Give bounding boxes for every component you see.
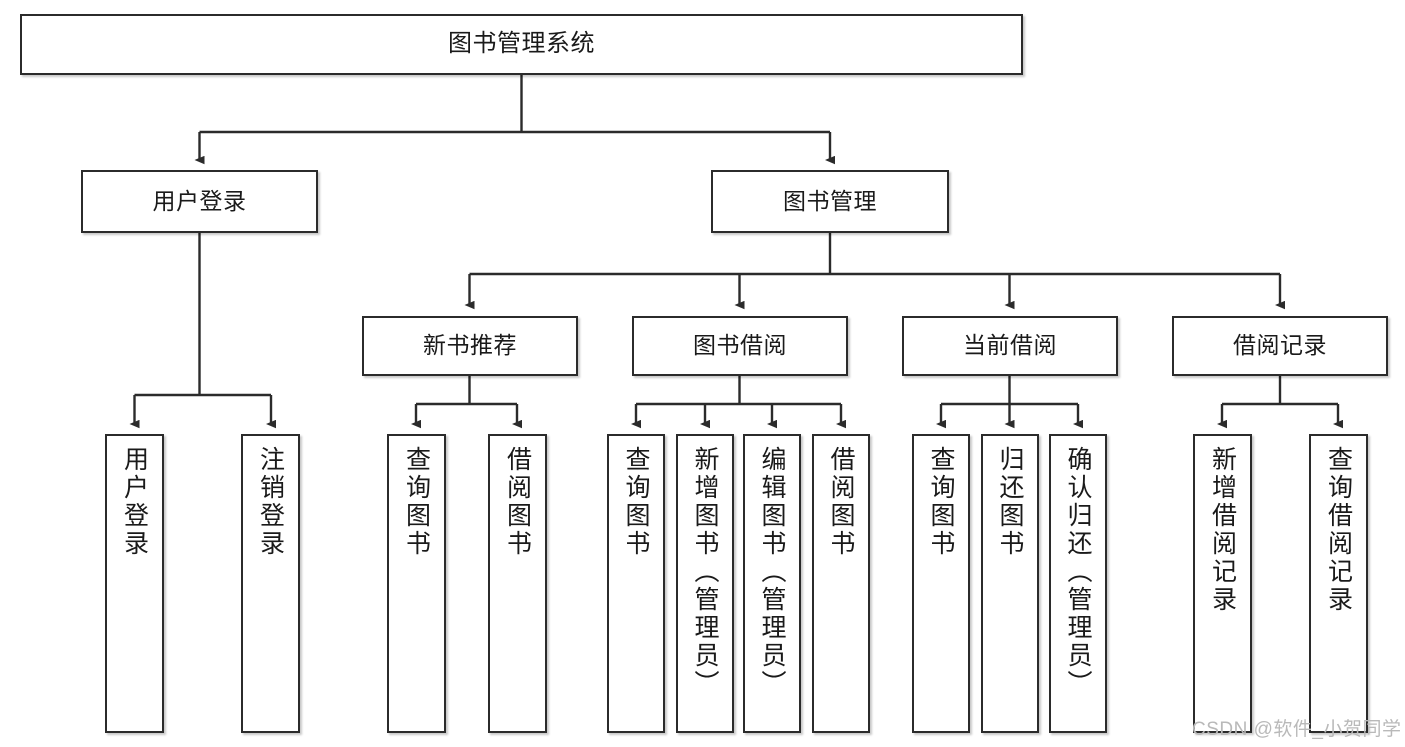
node-label: 查询图书 [927,446,955,558]
node-label: 图书借阅 [693,332,787,359]
node-label: 查询图书 [402,446,431,558]
node-label: 当前借阅 [963,332,1057,359]
node-root-system[interactable]: 图书管理系统 [20,14,1023,75]
node-label: 借阅图书 [827,446,855,558]
node-label: 注销登录 [256,446,285,558]
leaf-current-borrow-query[interactable]: 查询图书 [912,434,970,733]
leaf-book-borrow-edit[interactable]: 编辑图书（管理员） [743,434,801,733]
node-label: 新增图书（管理员） [691,446,719,698]
node-label: 查询图书 [622,446,650,558]
leaf-borrow-record-add[interactable]: 新增借阅记录 [1193,434,1252,733]
leaf-new-book-query[interactable]: 查询图书 [387,434,446,733]
node-label: 归还图书 [996,446,1024,558]
node-book-management[interactable]: 图书管理 [711,170,949,233]
leaf-book-borrow-query[interactable]: 查询图书 [607,434,665,733]
leaf-current-borrow-return[interactable]: 归还图书 [981,434,1039,733]
node-label: 借阅记录 [1233,332,1327,359]
node-label: 查询借阅记录 [1324,446,1353,614]
node-label: 借阅图书 [503,446,532,558]
node-label: 新增借阅记录 [1208,446,1237,614]
node-label: 图书管理系统 [448,30,595,58]
node-user-login[interactable]: 用户登录 [81,170,318,233]
leaf-user-login-login[interactable]: 用户登录 [105,434,164,733]
node-label: 图书管理 [783,187,877,214]
leaf-user-login-logout[interactable]: 注销登录 [241,434,300,733]
leaf-new-book-borrow[interactable]: 借阅图书 [488,434,547,733]
node-borrow-record[interactable]: 借阅记录 [1172,316,1388,376]
node-label: 新书推荐 [423,332,517,359]
node-new-book-recommend[interactable]: 新书推荐 [362,316,578,376]
leaf-current-borrow-confirm[interactable]: 确认归还（管理员） [1049,434,1107,733]
leaf-borrow-record-query[interactable]: 查询借阅记录 [1309,434,1368,733]
node-label: 用户登录 [120,446,149,558]
leaf-book-borrow-borrow[interactable]: 借阅图书 [812,434,870,733]
node-book-borrow[interactable]: 图书借阅 [632,316,848,376]
node-label: 用户登录 [152,187,247,214]
leaf-book-borrow-add[interactable]: 新增图书（管理员） [676,434,734,733]
node-label: 确认归还（管理员） [1064,446,1092,698]
node-current-borrow[interactable]: 当前借阅 [902,316,1118,376]
node-label: 编辑图书（管理员） [758,446,786,698]
